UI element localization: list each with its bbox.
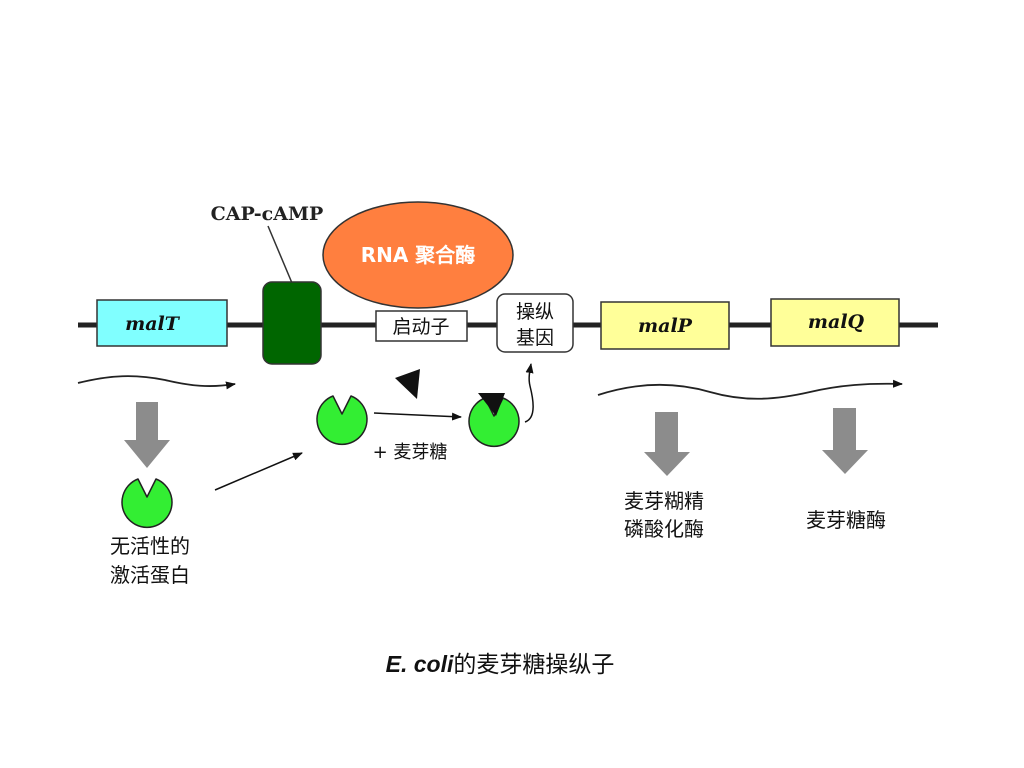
- figure-caption: E. coli的麦芽糖操纵子: [386, 651, 615, 678]
- activator-protein-unbound: [316, 395, 368, 446]
- inactive-protein-label-line2: 激活蛋白: [110, 563, 190, 587]
- gene-malT: malT: [96, 299, 228, 347]
- operator: 操纵 基因: [496, 293, 574, 353]
- inactive-protein-label-line1: 无活性的: [110, 534, 190, 558]
- gene-malQ: malQ: [770, 298, 900, 347]
- product-maltase: 麦芽糖酶: [806, 508, 886, 532]
- operator-label-line1: 操纵: [516, 301, 554, 323]
- activation-path-arrow: [214, 452, 303, 491]
- caption-organism: E. coli: [386, 651, 454, 677]
- maltose-triangle-icon: [395, 369, 420, 399]
- rna-polymerase: RNA 聚合酶: [322, 201, 514, 309]
- cap-camp-block: [262, 281, 322, 365]
- gene-malT-label: malT: [125, 313, 181, 335]
- activator-protein-bound: [468, 393, 520, 448]
- product-maltodextrin-line1: 麦芽糊精: [624, 489, 704, 513]
- bound-maltose-icon: [478, 393, 505, 416]
- malQ-translation-arrow: [822, 408, 868, 474]
- promoter: 启动子: [375, 310, 468, 342]
- product-maltodextrin-line2: 磷酸化酶: [624, 517, 704, 541]
- cap-camp-pointer: [267, 225, 293, 284]
- activator-to-operator-arrow: [524, 363, 534, 423]
- maltose-binding-arrow: [373, 412, 462, 421]
- gene-malQ-label: malQ: [808, 311, 865, 333]
- inactive-activator-protein: [121, 478, 173, 529]
- malP-translation-arrow: [644, 412, 690, 476]
- malT-mrna-arrow: [77, 375, 236, 390]
- cap-camp-complex: CAP-cAMP: [211, 203, 324, 365]
- cap-camp-label: CAP-cAMP: [211, 203, 324, 225]
- maltose-label: + 麦芽糖: [373, 442, 448, 463]
- malPQ-mrna-arrow: [597, 379, 903, 400]
- gene-malP: malP: [600, 301, 730, 350]
- rna-polymerase-label: RNA 聚合酶: [361, 243, 476, 267]
- caption-text: 的麦芽糖操纵子: [453, 652, 614, 678]
- malT-translation-arrow: [124, 402, 170, 468]
- gene-malP-label: malP: [638, 315, 693, 337]
- promoter-label: 启动子: [392, 316, 449, 338]
- operator-label-line2: 基因: [516, 327, 554, 349]
